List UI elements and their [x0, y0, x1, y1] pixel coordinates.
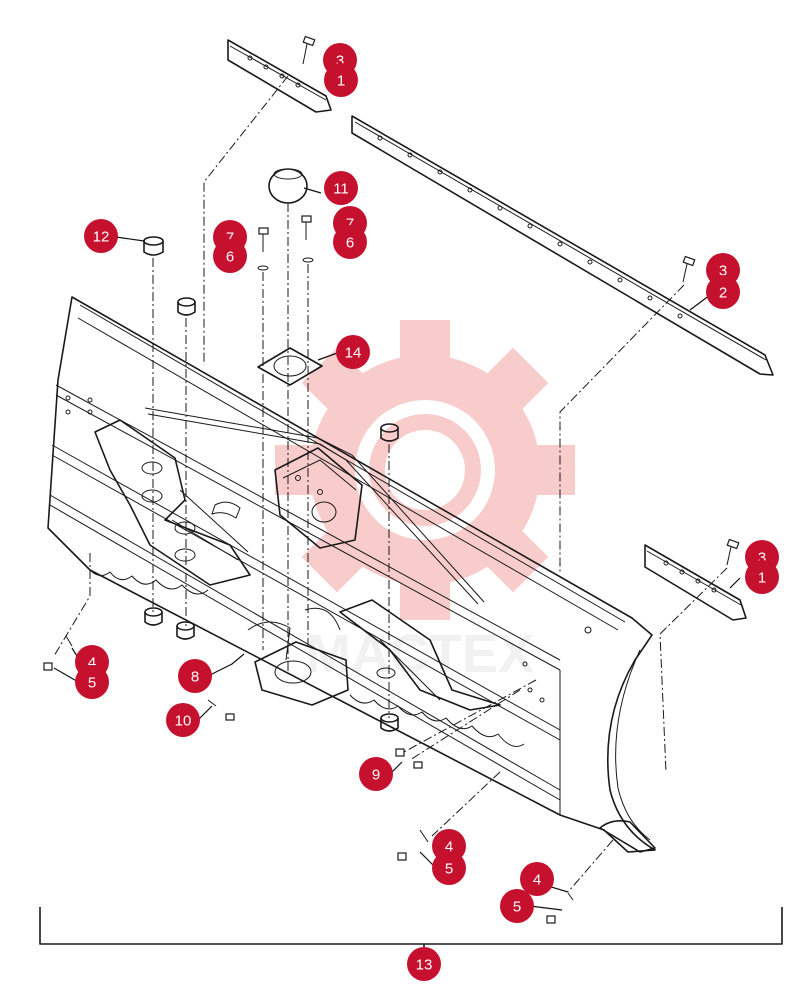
- assembly-bracket: [39, 907, 783, 950]
- callout-c1b: 1: [745, 560, 779, 594]
- callout-number: 11: [333, 181, 349, 198]
- bushing-left-upper: [177, 297, 196, 316]
- bushing-lower-right: [380, 713, 399, 732]
- callout-circle: [520, 862, 554, 896]
- end-bit-top: [227, 39, 332, 113]
- callout-number: 8: [191, 669, 199, 686]
- callout-circle: [213, 239, 247, 273]
- callout-number: 5: [445, 861, 453, 878]
- ball-joint-11: [268, 168, 308, 204]
- callout-number: 5: [513, 899, 521, 916]
- bushing-lower-left-1: [144, 607, 163, 626]
- callout-number: 2: [719, 285, 727, 302]
- bushing-center: [380, 423, 399, 442]
- callout-c5c: 5: [500, 889, 534, 923]
- assembly-lines: [53, 75, 728, 893]
- callout-circle: [359, 757, 393, 791]
- bolt-5-center: [397, 829, 429, 861]
- callout-circle: [706, 275, 740, 309]
- callout-number: 1: [337, 73, 345, 90]
- callout-c11: 11: [324, 171, 358, 205]
- callout-c6b: 6: [333, 225, 367, 259]
- callout-c1a: 1: [324, 63, 358, 97]
- callout-circle: [333, 225, 367, 259]
- dozer-blade: [47, 296, 656, 853]
- callout-number: 6: [346, 235, 354, 252]
- bolt-5-right: [546, 892, 574, 924]
- bolt-3-right-lower: [726, 538, 740, 566]
- callout-number: 4: [445, 839, 453, 856]
- callout-circle: [324, 63, 358, 97]
- callout-c12: 12: [84, 219, 118, 253]
- bushing-12: [143, 236, 164, 256]
- callout-c5a: 5: [75, 665, 109, 699]
- callout-c8: 8: [178, 659, 212, 693]
- cutting-edge-2: [351, 115, 774, 376]
- callout-c5b: 5: [432, 851, 466, 885]
- callout-circle: [166, 703, 200, 737]
- callout-number: 4: [533, 872, 541, 889]
- callout-circle: [75, 665, 109, 699]
- callout-number: 9: [372, 767, 380, 784]
- callout-circle: [324, 171, 358, 205]
- callout-number: 7: [226, 230, 234, 247]
- callout-c9: 9: [359, 757, 393, 791]
- callout-circle: [84, 219, 118, 253]
- callout-number: 3: [719, 263, 727, 280]
- bolt-10: [207, 699, 235, 721]
- callout-number: 6: [226, 249, 234, 266]
- bolt-3-right-upper: [682, 255, 696, 283]
- callout-number: 7: [346, 216, 354, 233]
- bolt-7-right: [301, 215, 314, 263]
- callout-c2: 2: [706, 275, 740, 309]
- callout-number: 3: [758, 550, 766, 567]
- watermark-logo: MACTEX: [275, 320, 575, 684]
- callout-number: 3: [336, 53, 344, 70]
- callout-number: 4: [88, 655, 96, 672]
- callout-number: 13: [416, 957, 433, 974]
- callout-c14: 14: [336, 335, 370, 369]
- callout-c6a: 6: [213, 239, 247, 273]
- callout-circle: [500, 889, 534, 923]
- bolt-7-left: [257, 227, 269, 271]
- callout-number: 14: [345, 345, 362, 362]
- mount-plate-14: [257, 347, 323, 386]
- callout-circle: [336, 335, 370, 369]
- callout-circle: [178, 659, 212, 693]
- callout-c13: 13: [407, 947, 441, 981]
- callout-c10: 10: [166, 703, 200, 737]
- callout-circle: [745, 560, 779, 594]
- callout-number: 12: [93, 229, 110, 246]
- bolt-9: [395, 748, 423, 769]
- callout-c4c: 4: [520, 862, 554, 896]
- end-bit-right: [644, 544, 747, 621]
- callout-number: 10: [175, 713, 192, 730]
- callout-number: 5: [88, 675, 96, 692]
- bolt-5-left: [43, 635, 73, 671]
- bolt-3-top: [302, 35, 316, 65]
- callout-circle: [432, 851, 466, 885]
- callout-circle: [407, 947, 441, 981]
- bushing-lower-left-2: [176, 621, 195, 640]
- callout-number: 1: [758, 570, 766, 587]
